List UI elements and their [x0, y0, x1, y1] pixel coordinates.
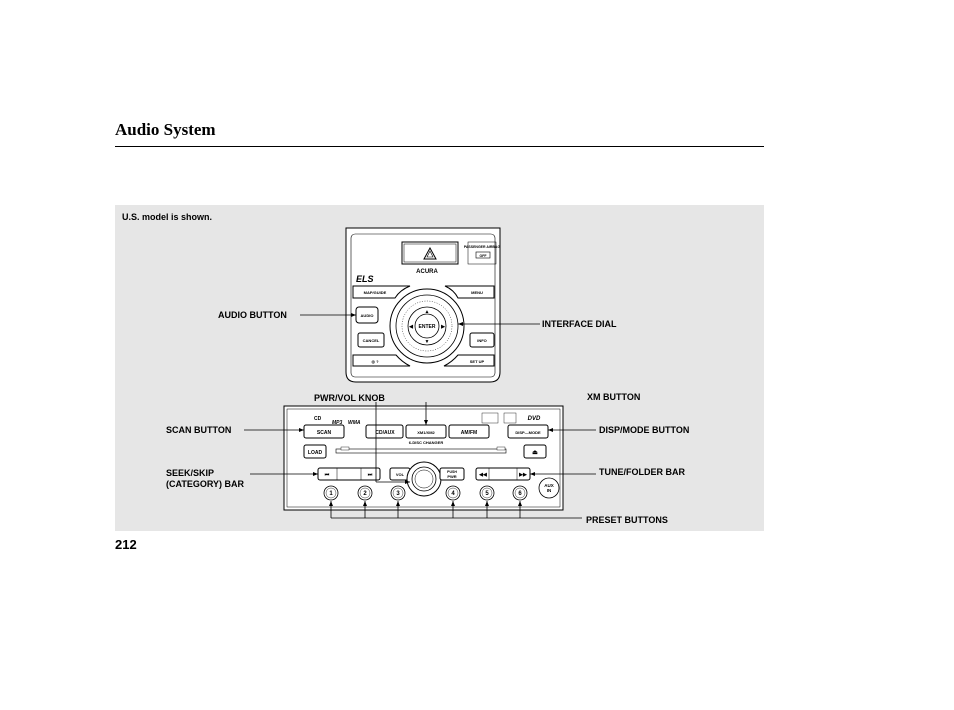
tune-down-icon: ◀◀ — [478, 472, 487, 478]
tune-up-icon: ▶▶ — [518, 472, 528, 478]
preset-label: 6 — [518, 491, 522, 497]
preset-label: 2 — [363, 491, 367, 497]
set-up-label: SET UP — [470, 359, 485, 364]
pwr-vol-knob[interactable] — [406, 461, 442, 497]
skip-back-icon: ⏮ — [325, 472, 330, 478]
preset-label: 1 — [329, 491, 333, 497]
airbag-label: PASSENGER AIRBAG — [464, 245, 501, 249]
lower-unit: CD MP3 WMA DVD SCAN CD/AUX XM1/XM2 AM/FM… — [283, 405, 564, 511]
preset-button-ring — [392, 487, 404, 499]
changer-label: 6-DISC CHANGER — [409, 440, 444, 445]
interface-dial[interactable]: ENTER ▲ ▼ ◀ ▶ — [389, 288, 465, 364]
menu-button[interactable] — [444, 285, 495, 299]
enter-label: ENTER — [419, 324, 436, 330]
up-arrow-icon: ▲ — [425, 309, 430, 315]
mp3-logo-icon: MP3 — [332, 420, 343, 426]
audio-button-callout: AUDIO BUTTON — [218, 310, 287, 320]
skip-forward-icon: ⏭ — [368, 472, 373, 478]
preset-button-ring — [325, 487, 337, 499]
cd-aux-label: CD/AUX — [375, 430, 395, 436]
seek-skip-bar-callout: SEEK/SKIP (CATEGORY) BAR — [166, 468, 244, 489]
push-pwr-area[interactable] — [439, 467, 465, 481]
preset-buttons-callout: PRESET BUTTONS — [586, 515, 668, 525]
voice-icon: ◎ ? — [371, 359, 379, 364]
preset-leader-arrow — [518, 501, 522, 506]
scan-label: SCAN — [317, 430, 332, 436]
preset-button-ring — [481, 487, 493, 499]
map-guide-label: MAP/GUIDE — [364, 290, 387, 295]
xm-button-callout: XM BUTTON — [587, 392, 641, 402]
disp-mode-button-callout: DISP/MODE BUTTON — [599, 425, 690, 435]
aux-label: AUX — [544, 483, 554, 488]
down-arrow-icon: ▼ — [425, 339, 430, 345]
disp-mode-button[interactable] — [507, 424, 549, 439]
wma-logo-icon: WMA — [348, 420, 361, 426]
load-button[interactable] — [303, 444, 327, 459]
vol-label: VOL — [396, 472, 405, 477]
aux-in-jack[interactable] — [538, 477, 560, 499]
set-up-button[interactable] — [443, 354, 495, 367]
brand-label: ACURA — [416, 269, 438, 275]
preset-button-ring — [359, 487, 371, 499]
page-number: 212 — [115, 537, 137, 552]
disp-mode-label: DISP—MODE — [515, 430, 541, 435]
leader-arrows — [299, 313, 553, 484]
els-logo-icon: ELS — [356, 274, 374, 284]
dvd-logo-icon: DVD — [528, 416, 541, 422]
preset-label: 3 — [396, 491, 400, 497]
right-arrow-icon: ▶ — [440, 324, 446, 330]
preset-leader-arrow — [396, 501, 400, 506]
am-fm-label: AM/FM — [461, 430, 477, 436]
cancel-label: CANCEL — [363, 338, 380, 343]
preset-leader-lines — [329, 501, 522, 518]
eject-button[interactable] — [523, 444, 547, 459]
preset-label: 4 — [451, 491, 455, 497]
info-label: INFO — [477, 338, 487, 343]
xm-label: XM1/XM2 — [417, 430, 435, 435]
pwr-label: PWR — [447, 474, 456, 479]
load-label: LOAD — [308, 450, 323, 456]
preset-buttons: 1 2 3 4 5 6 — [323, 485, 528, 501]
disc-logo-icon: CD — [314, 416, 322, 422]
push-pwr-label: PUSH — [447, 470, 457, 474]
preset-leader-arrow — [451, 501, 455, 506]
in-label: IN — [547, 488, 552, 493]
disc-slot — [335, 448, 507, 454]
preset-button-ring — [514, 487, 526, 499]
menu-label: MENU — [471, 290, 483, 295]
am-fm-button[interactable] — [448, 424, 490, 439]
pwr-vol-knob-callout: PWR/VOL KNOB — [314, 393, 385, 403]
scan-button-callout: SCAN BUTTON — [166, 425, 232, 435]
interface-dial-callout: INTERFACE DIAL — [542, 319, 617, 329]
tune-folder-bar-callout: TUNE/FOLDER BAR — [599, 467, 685, 477]
upper-unit: PASSENGER AIRBAG OFF ELS ACURA MAP/GUIDE… — [345, 227, 501, 383]
voice-button[interactable] — [352, 354, 411, 367]
scan-button[interactable] — [303, 424, 345, 439]
preset-button-ring — [447, 487, 459, 499]
left-arrow-icon: ◀ — [408, 324, 413, 330]
preset-leader-arrow — [329, 501, 333, 506]
cd-aux-button[interactable] — [365, 424, 404, 439]
preset-label: 5 — [485, 491, 489, 497]
page-title: Audio System — [115, 120, 216, 139]
info-button[interactable] — [469, 332, 495, 348]
map-guide-button[interactable] — [352, 285, 411, 299]
audio-label: AUDIO — [361, 313, 374, 318]
model-note: U.S. model is shown. — [122, 212, 213, 222]
preset-leader-arrow — [485, 501, 489, 506]
preset-leader-arrow — [363, 501, 367, 506]
airbag-off-label: OFF — [480, 254, 488, 258]
eject-icon: ⏏ — [532, 450, 538, 456]
cancel-button[interactable] — [357, 332, 385, 348]
title-rule — [115, 146, 764, 147]
